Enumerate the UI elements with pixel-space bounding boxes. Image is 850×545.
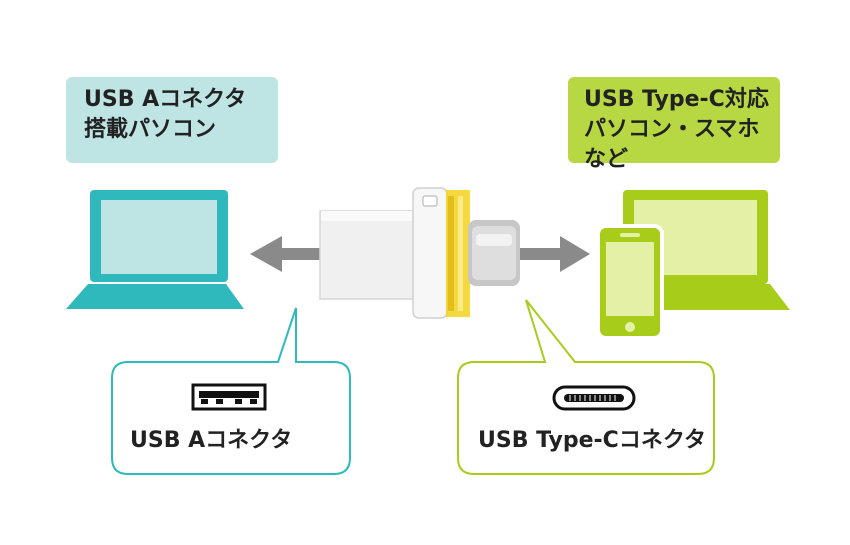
adapter-type-c-plug	[446, 190, 520, 317]
type-c-device-label: USB Type-C対応 パソコン・スマホなど	[568, 77, 780, 172]
laptop-icon-left	[66, 190, 244, 309]
arrow-right-icon	[520, 236, 590, 272]
usb-a-pc-label-line2: 搭載パソコン	[84, 117, 217, 142]
usb-a-pc-label-line1: USB Aコネクタ	[84, 87, 247, 112]
usb-c-connector-caption: USB Type-Cコネクタ	[478, 428, 706, 453]
smartphone-icon	[596, 224, 664, 340]
adapter-usb-a-body	[319, 187, 448, 319]
usb-a-pc-label: USB Aコネクタ 搭載パソコン	[66, 77, 278, 163]
arrow-left-icon	[250, 236, 322, 272]
type-c-device-label-line1: USB Type-C対応	[584, 87, 769, 112]
usb-a-connector-caption: USB Aコネクタ	[130, 428, 293, 453]
type-c-device-label-line2: パソコン・スマホなど	[584, 117, 760, 172]
usb-a-port-icon	[191, 383, 267, 411]
usb-c-port-icon	[552, 385, 636, 411]
